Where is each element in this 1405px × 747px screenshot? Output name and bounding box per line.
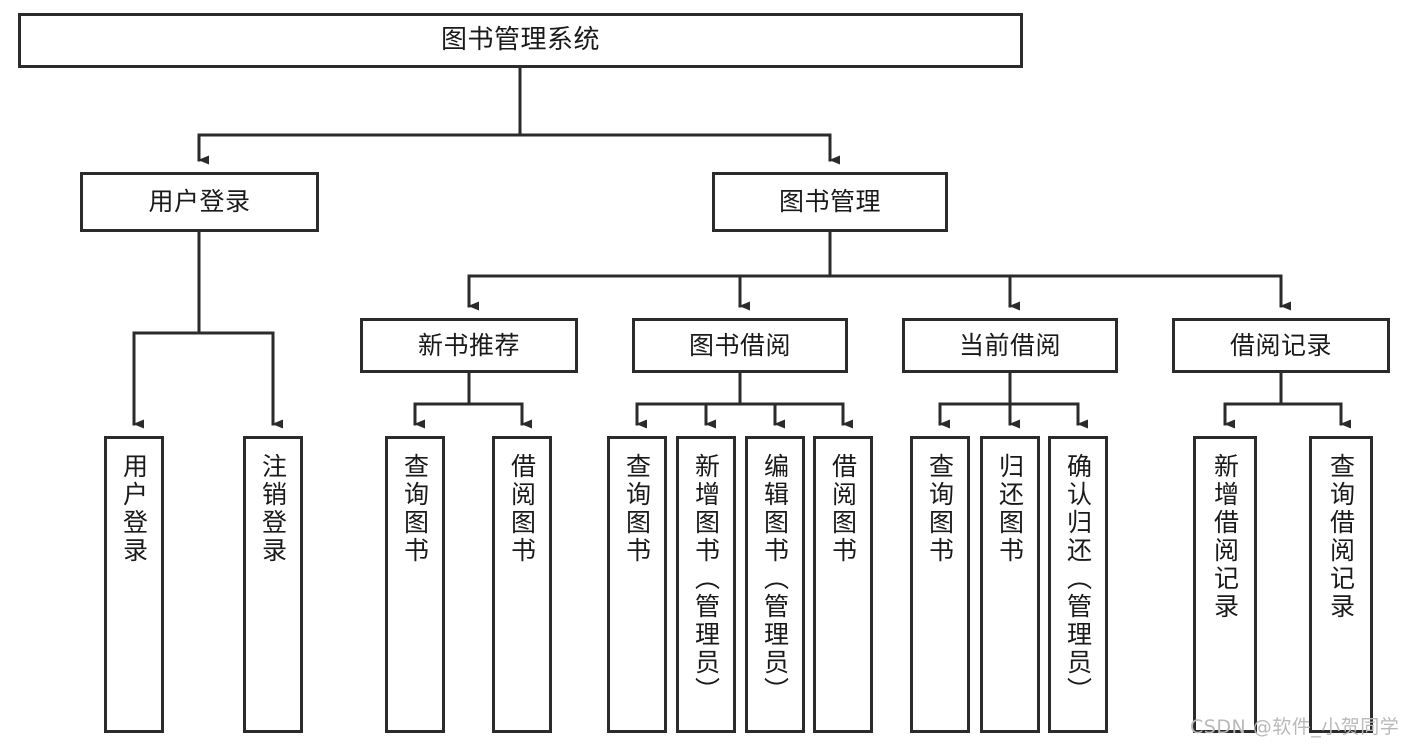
node-current-borrow[interactable]: 当前借阅 (902, 318, 1118, 373)
leaf-add-record-label: 新增借阅记录 (1210, 453, 1240, 621)
leaf-query-book-3[interactable]: 查询图书 (910, 436, 970, 733)
node-book-borrow[interactable]: 图书借阅 (632, 318, 848, 373)
leaf-return-book[interactable]: 归还图书 (980, 436, 1040, 733)
leaf-return-book-label: 归还图书 (995, 453, 1025, 565)
csdn-watermark: CSDN @软件_小贺同学 (1190, 716, 1400, 738)
leaf-borrow-book-2[interactable]: 借阅图书 (813, 436, 873, 733)
node-current-borrow-label: 当前借阅 (958, 330, 1061, 360)
node-borrow-record[interactable]: 借阅记录 (1172, 318, 1390, 373)
leaf-query-book-1-label: 查询图书 (400, 453, 430, 565)
node-borrow-record-label: 借阅记录 (1229, 330, 1332, 360)
leaf-confirm-return[interactable]: 确认归还（管理员） (1048, 436, 1108, 733)
node-user-login[interactable]: 用户登录 (80, 172, 319, 232)
node-book-manage[interactable]: 图书管理 (712, 172, 948, 232)
leaf-user-login[interactable]: 用户登录 (104, 436, 164, 733)
leaf-confirm-return-label: 确认归还（管理员） (1063, 453, 1093, 705)
leaf-query-record-label: 查询借阅记录 (1326, 453, 1356, 621)
node-new-book-recommend-label: 新书推荐 (417, 330, 520, 360)
leaf-logout-login-label: 注销登录 (258, 453, 288, 565)
leaf-query-book-1[interactable]: 查询图书 (385, 436, 445, 733)
leaf-add-record[interactable]: 新增借阅记录 (1193, 436, 1257, 733)
node-book-manage-label: 图书管理 (778, 187, 881, 217)
node-book-borrow-label: 图书借阅 (688, 330, 791, 360)
leaf-add-book-label: 新增图书（管理员） (691, 453, 721, 705)
leaf-edit-book-label: 编辑图书（管理员） (760, 453, 790, 705)
node-root[interactable]: 图书管理系统 (18, 13, 1023, 68)
leaf-query-book-3-label: 查询图书 (925, 453, 955, 565)
leaf-query-book-2[interactable]: 查询图书 (607, 436, 667, 733)
leaf-query-book-2-label: 查询图书 (622, 453, 652, 565)
leaf-borrow-book-2-label: 借阅图书 (828, 453, 858, 565)
node-root-label: 图书管理系统 (440, 25, 600, 56)
leaf-query-record[interactable]: 查询借阅记录 (1309, 436, 1373, 733)
leaf-logout-login[interactable]: 注销登录 (243, 436, 303, 733)
leaf-borrow-book-1[interactable]: 借阅图书 (492, 436, 552, 733)
leaf-user-login-label: 用户登录 (119, 453, 149, 565)
leaf-add-book[interactable]: 新增图书（管理员） (676, 436, 736, 733)
node-user-login-label: 用户登录 (148, 187, 251, 217)
leaf-borrow-book-1-label: 借阅图书 (507, 453, 537, 565)
leaf-edit-book[interactable]: 编辑图书（管理员） (745, 436, 805, 733)
node-new-book-recommend[interactable]: 新书推荐 (360, 318, 578, 373)
